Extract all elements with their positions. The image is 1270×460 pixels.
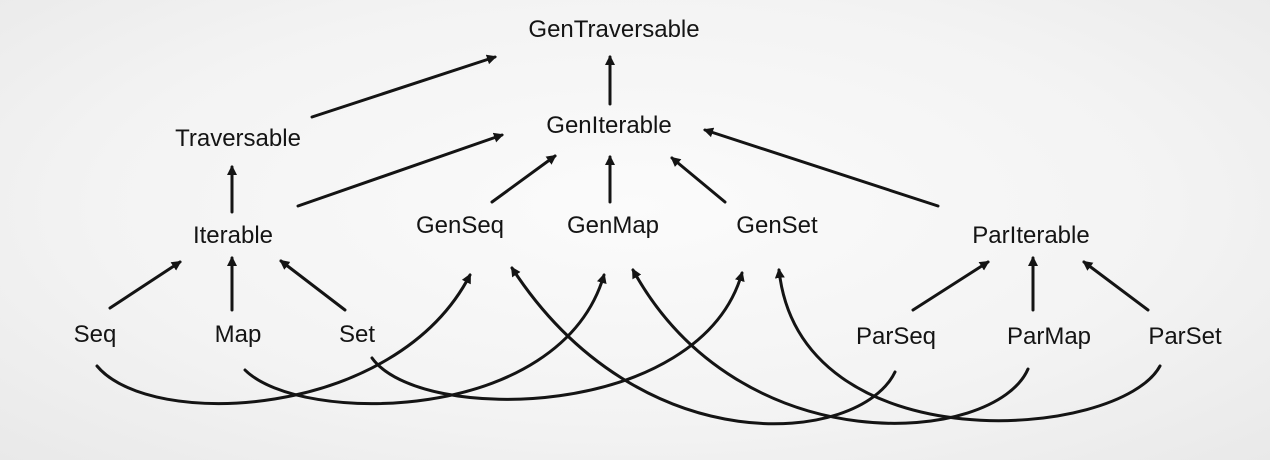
edge-pariterable-to-geniterable	[703, 127, 940, 208]
node-genseq: GenSeq	[415, 212, 505, 239]
edge-map-to-genmap	[243, 273, 607, 406]
edge-set-to-iterable	[279, 259, 347, 312]
node-genset: GenSet	[736, 212, 818, 239]
node-parset: ParSet	[1148, 323, 1222, 350]
node-pariterable: ParIterable	[972, 222, 1090, 249]
node-seq: Seq	[73, 321, 117, 348]
edge-parset-to-pariterable	[1082, 260, 1150, 312]
edge-parseq-to-genseq	[510, 266, 897, 426]
edge-seq-to-iterable	[108, 260, 182, 310]
node-parmap: ParMap	[1006, 323, 1092, 350]
node-geniterable: GenIterable	[546, 112, 672, 139]
node-iterable: Iterable	[192, 222, 274, 249]
edge-traversable-to-gentraversable	[310, 54, 497, 119]
node-map: Map	[214, 321, 262, 348]
edge-set-to-genset	[370, 271, 745, 401]
edge-iterable-to-geniterable	[296, 132, 504, 208]
node-genmap: GenMap	[566, 212, 660, 239]
node-traversable: Traversable	[175, 125, 301, 152]
edge-genset-to-geniterable	[670, 156, 727, 204]
node-parseq: ParSeq	[855, 323, 937, 350]
edge-parmap-to-genmap	[631, 268, 1030, 425]
edge-genseq-to-geniterable	[490, 154, 557, 204]
node-gentraversable: GenTraversable	[528, 16, 700, 43]
edge-parseq-to-pariterable	[911, 260, 990, 312]
edge-seq-to-genseq	[95, 273, 472, 405]
edge-parset-to-genset	[774, 268, 1162, 423]
node-set: Set	[338, 321, 376, 348]
